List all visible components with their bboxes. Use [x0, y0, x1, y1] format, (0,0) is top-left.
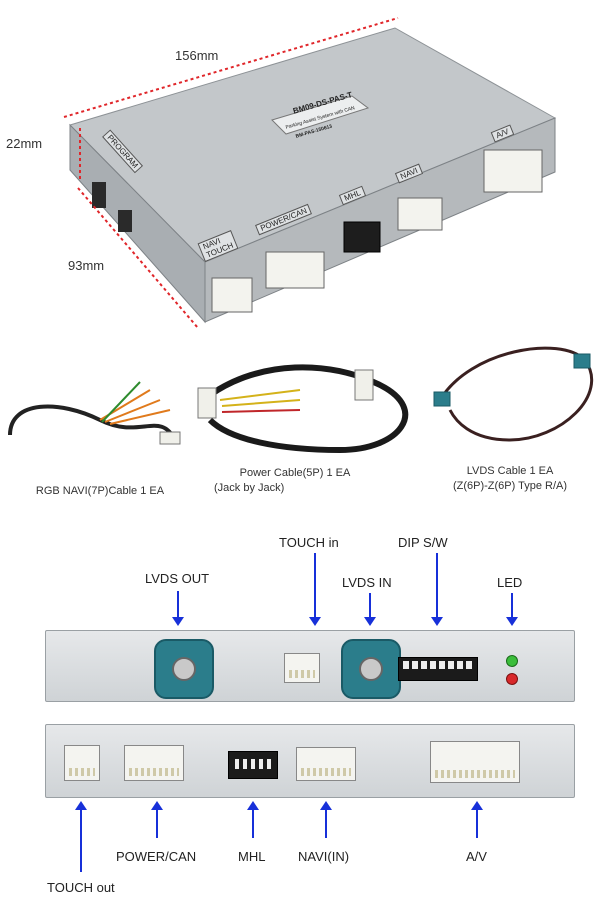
lvds-out-port [154, 639, 214, 699]
label-led: LED [497, 575, 523, 590]
label-plate [271, 95, 370, 135]
rear-panel [45, 724, 575, 798]
cable-caption-lvds: LVDS Cable 1 EA (Z(6P)-Z(6P) Type R/A) [452, 465, 568, 492]
label-dip-sw: DIP S/W [398, 535, 448, 550]
cable-caption-rgb: RGB NAVI(7P)Cable 1 EA [35, 485, 165, 497]
arrow-power-can [151, 801, 163, 838]
label-lvds-in: LVDS IN [342, 575, 392, 590]
power-can-port [124, 745, 184, 781]
dimension-line-length [63, 17, 399, 118]
lvds-in-port [341, 639, 401, 699]
arrow-touch-in [309, 553, 321, 626]
power-cable [207, 364, 409, 454]
label-touch-out: TOUCH out [47, 880, 115, 895]
label-mhl: MHL [238, 849, 266, 864]
led-red [506, 673, 518, 685]
arrow-av [471, 801, 483, 838]
arrow-navi-in [320, 801, 332, 838]
touch-connector [211, 277, 253, 313]
label-power-can: POWER/CAN [116, 849, 197, 864]
cable-caption-power: Power Cable(5P) 1 EA (Jack by Jack) [214, 467, 351, 494]
navi-connector [397, 197, 443, 231]
mhl-connector [343, 221, 381, 253]
arrow-led [506, 593, 518, 626]
touch-in-port [284, 653, 320, 683]
lvds-cable-connector [573, 353, 591, 369]
arrow-touch-out [75, 801, 87, 872]
front-panel [45, 630, 575, 702]
power-cable-connector [354, 369, 374, 401]
rgb-cable-connector [159, 431, 181, 445]
device-illustration [63, 17, 557, 329]
dimension-width: 93mm [68, 258, 105, 273]
cables-illustration [8, 346, 593, 454]
av-connector [483, 149, 543, 193]
dip-switch [398, 657, 478, 681]
label-touch-in: TOUCH in [279, 535, 339, 550]
arrow-dip-sw [431, 553, 443, 626]
usb-slot [92, 182, 106, 208]
usb-slot [118, 210, 132, 232]
rgb-cable [8, 404, 177, 441]
dimension-line-width [77, 187, 199, 329]
mhl-port [228, 751, 278, 779]
led-green [506, 655, 518, 667]
arrow-lvds-in [364, 593, 376, 626]
dimension-length: 156mm [175, 48, 219, 63]
label-lvds-out: LVDS OUT [145, 571, 210, 586]
dimension-height: 22mm [6, 136, 43, 151]
navi-in-port [296, 747, 356, 781]
label-navi-in: NAVI(IN) [298, 849, 350, 864]
label-av: A/V [466, 849, 487, 864]
rgb-cable-wires [99, 389, 171, 425]
lvds-cable [438, 346, 593, 442]
power-can-connector [265, 251, 325, 289]
arrow-lvds-out [172, 591, 184, 626]
lvds-cable-connector [433, 391, 451, 407]
arrow-mhl [247, 801, 259, 838]
touch-out-port [64, 745, 100, 781]
av-port [430, 741, 520, 783]
power-cable-connector [197, 387, 217, 419]
